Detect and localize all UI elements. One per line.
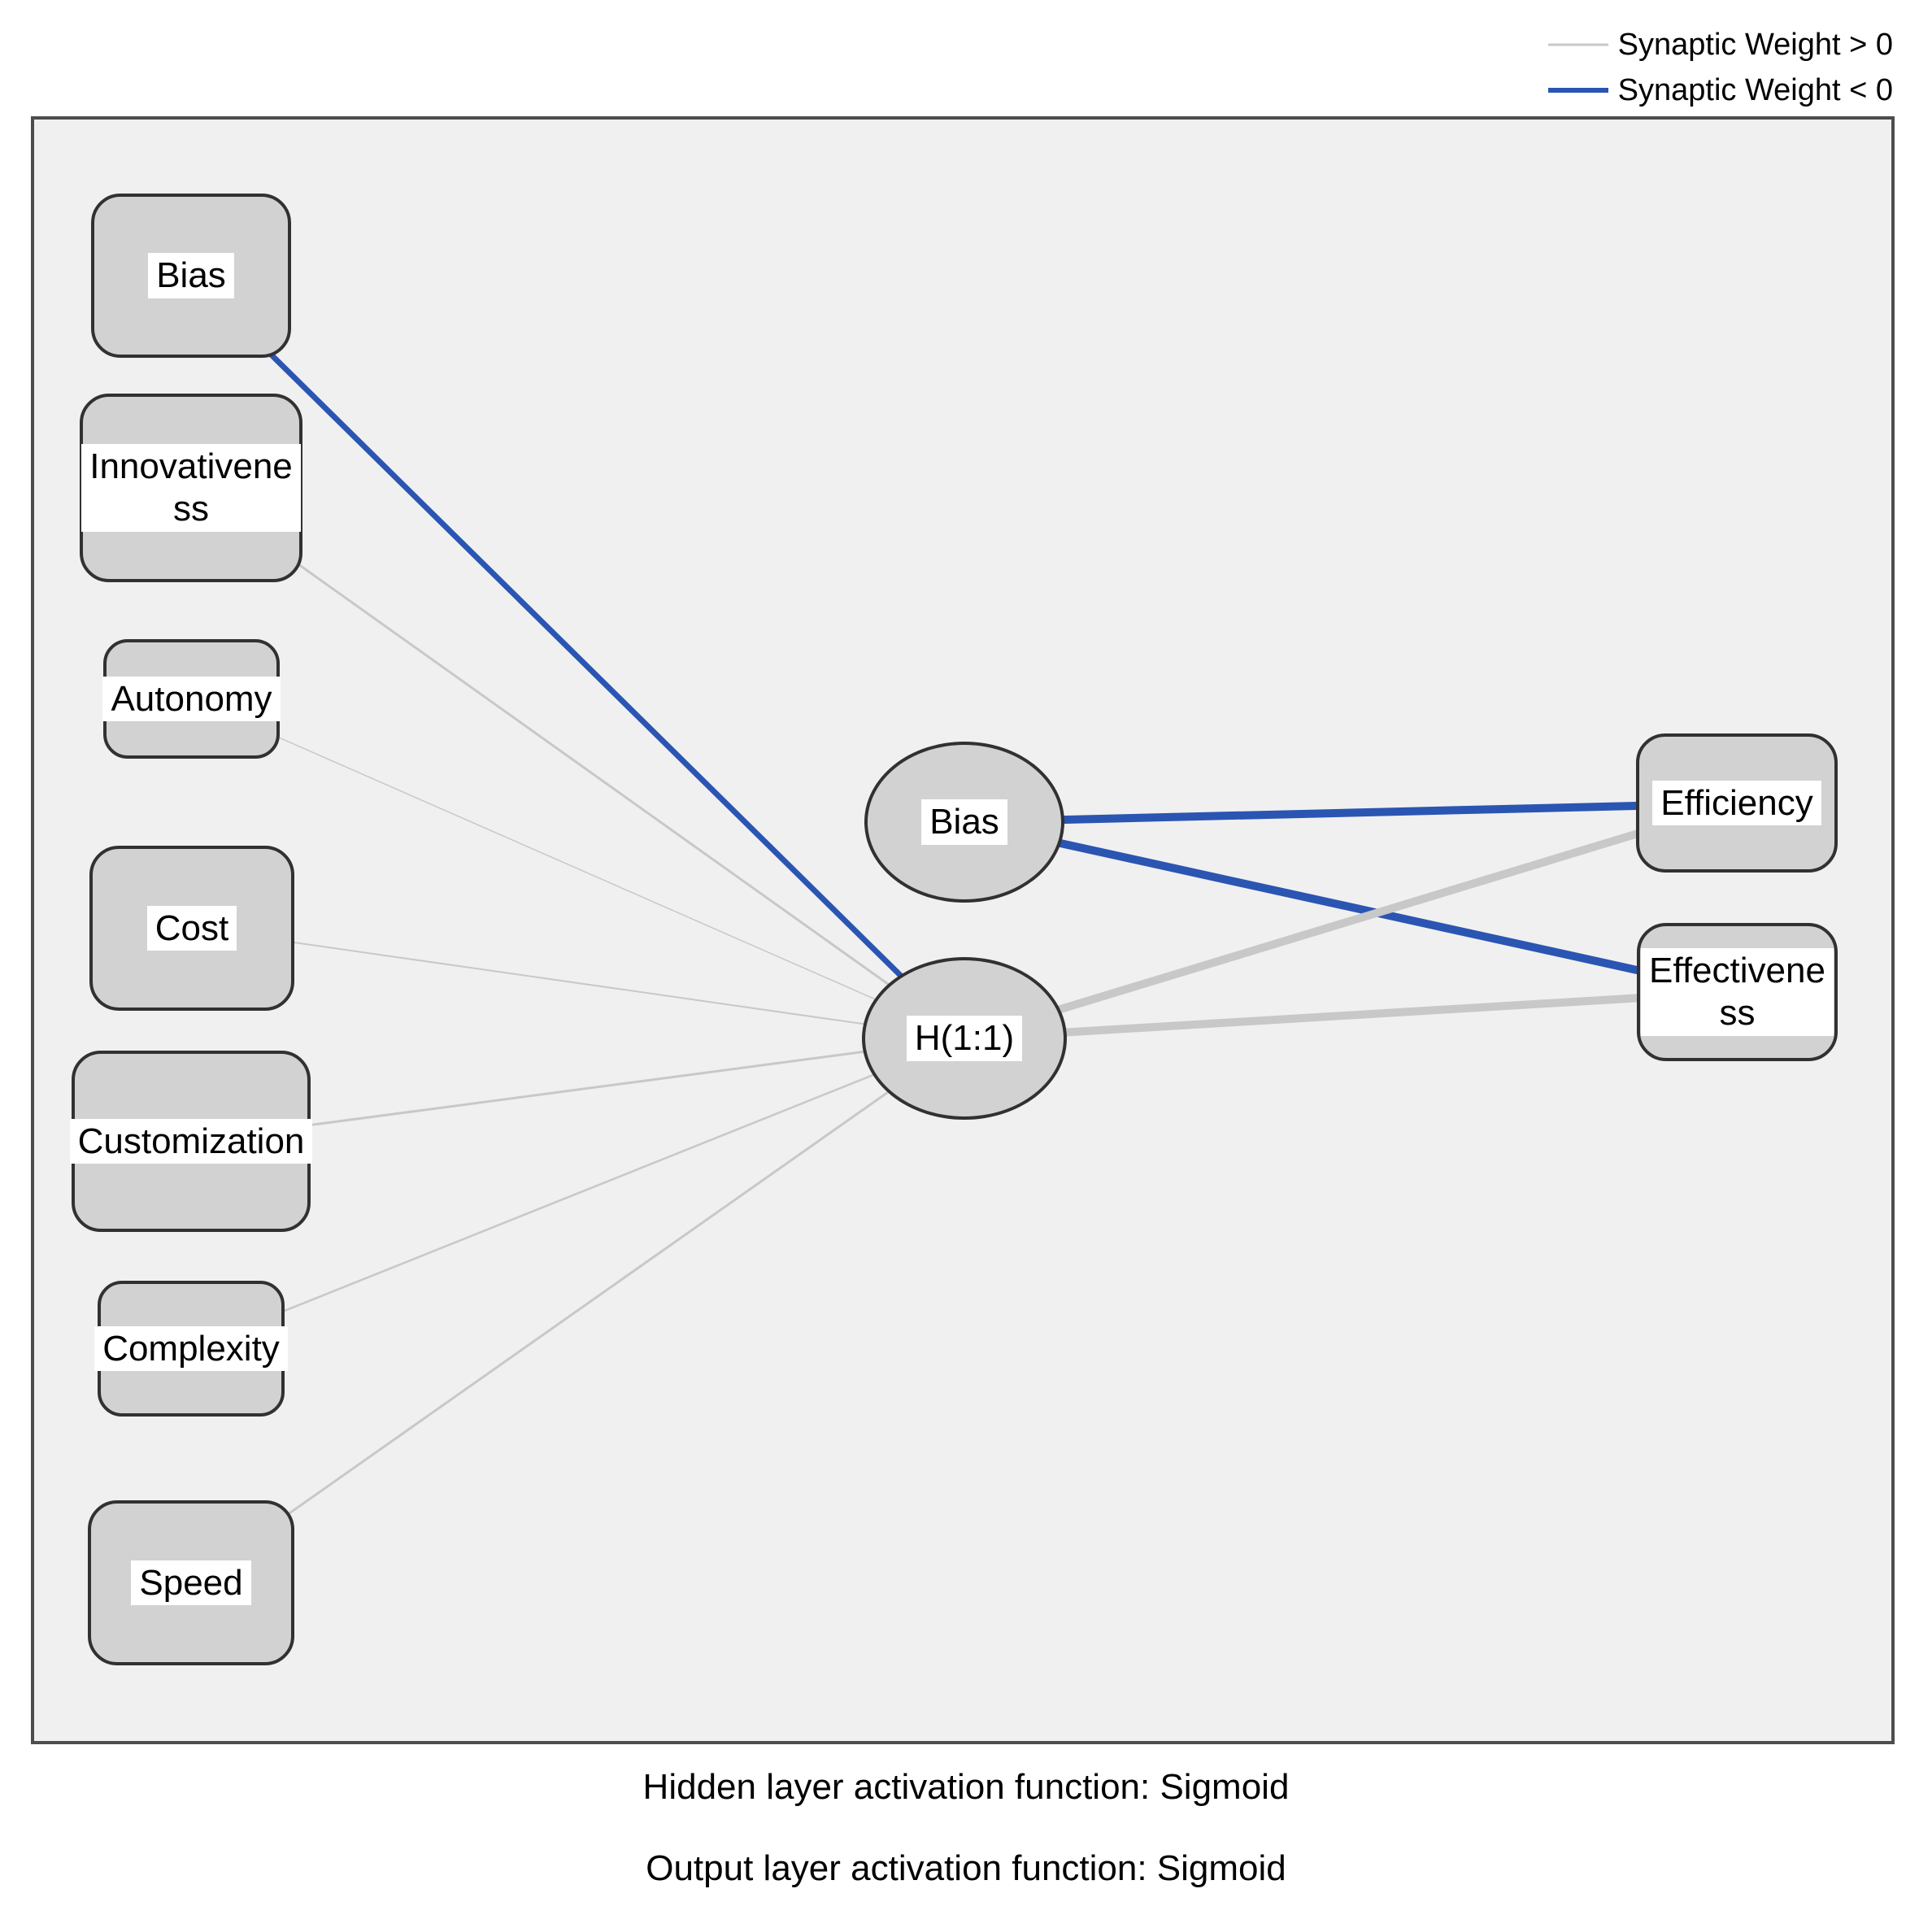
legend-label-negative-weight: Synaptic Weight < 0 — [1617, 73, 1893, 107]
input-node-bias-label: Bias — [148, 253, 234, 298]
input-node-innovativeness: Innovativene ss — [80, 394, 302, 582]
input-node-innovativeness-label: Innovativene ss — [81, 444, 301, 532]
legend-label-positive-weight: Synaptic Weight > 0 — [1617, 28, 1893, 62]
input-node-bias: Bias — [91, 194, 291, 358]
hidden-node-bias-label: Bias — [921, 799, 1007, 845]
input-node-complexity-label: Complexity — [94, 1325, 288, 1372]
input-node-complexity: Complexity — [94, 1281, 288, 1417]
input-node-cost-label: Cost — [146, 905, 237, 951]
input-node-cost: Cost — [89, 846, 294, 1011]
input-node-speed: Speed — [88, 1500, 294, 1665]
output-node-efficiency: Efficiency — [1636, 733, 1838, 873]
legend-item-negative-weight: Synaptic Weight < 0 — [1547, 70, 1893, 111]
output-node-effectiveness-label: Effectivene ss — [1641, 948, 1834, 1036]
input-node-customization: Customization — [69, 1051, 313, 1232]
diagram-panel — [31, 116, 1895, 1744]
output-node-efficiency-label: Efficiency — [1652, 780, 1821, 826]
legend: Synaptic Weight > 0 Synaptic Weight < 0 — [1547, 24, 1893, 111]
output-layer-activation-caption: Output layer activation function: Sigmoi… — [646, 1848, 1286, 1888]
input-node-autonomy: Autonomy — [102, 639, 281, 759]
output-node-effectiveness: Effectivene ss — [1637, 923, 1838, 1061]
input-node-speed-label: Speed — [131, 1560, 251, 1606]
positive-weight-line-swatch — [1547, 43, 1608, 46]
legend-item-positive-weight: Synaptic Weight > 0 — [1547, 24, 1893, 65]
hidden-layer-activation-caption: Hidden layer activation function: Sigmoi… — [642, 1767, 1290, 1807]
hidden-node-h11: H(1:1) — [862, 957, 1067, 1120]
hidden-node-h11-label: H(1:1) — [906, 1016, 1023, 1061]
input-node-autonomy-label: Autonomy — [102, 676, 281, 722]
input-node-customization-label: Customization — [69, 1118, 313, 1164]
negative-weight-line-swatch — [1547, 88, 1608, 93]
hidden-node-bias: Bias — [864, 742, 1064, 903]
